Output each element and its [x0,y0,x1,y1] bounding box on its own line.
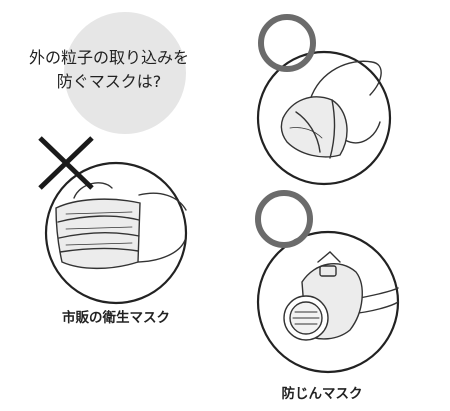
n95-mask-icon [280,60,382,159]
question-line-1: 外の粒子の取り込みを [28,48,189,67]
cross-mark [38,136,94,190]
circle-mark-bottom [255,190,313,248]
label-surgical-mask: 市販の衛生マスク [62,310,170,326]
circle-mark-top [258,14,316,72]
label-respirator-mask: 防じんマスク [281,386,363,402]
title-bubble [64,12,186,134]
surgical-mask-icon [55,182,187,270]
item-respirator-mask [255,190,400,374]
item-surgical-mask [38,136,188,305]
question-text: 外の粒子の取り込みを 防ぐマスクは? [14,46,204,94]
item-n95-mask [256,14,392,186]
respirator-mask-icon [283,251,399,341]
question-line-2: 防ぐマスクは? [56,72,162,91]
